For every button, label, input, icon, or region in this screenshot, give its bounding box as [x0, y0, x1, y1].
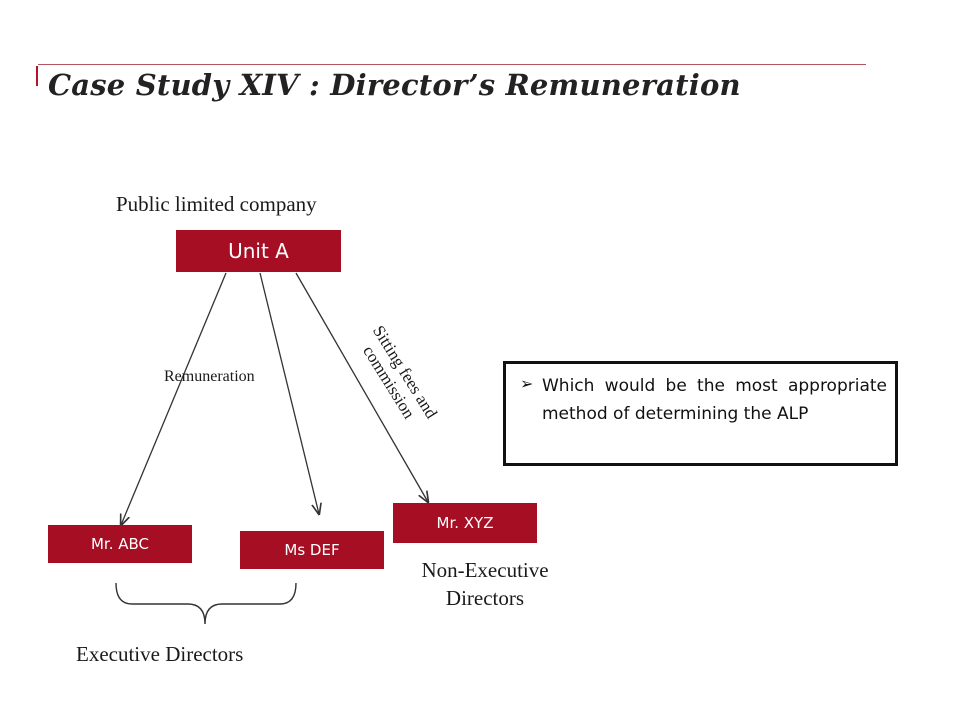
non-executive-line1: Non-Executive: [421, 558, 549, 582]
director-def-label: Ms DEF: [284, 541, 340, 559]
director-xyz-box: Mr. XYZ: [393, 503, 537, 543]
non-executive-label: Non-Executive Directors: [395, 556, 575, 612]
header-rule-accent: [38, 64, 866, 65]
question-box: ➢ Which would be the most appropriate me…: [503, 361, 898, 466]
unit-a-box: Unit A: [176, 230, 341, 272]
unit-a-label: Unit A: [228, 239, 289, 263]
edge-to-xyz: [295, 272, 428, 502]
question-text: Which would be the most appropriate meth…: [542, 376, 887, 424]
edge-to-abc: [121, 272, 227, 525]
executive-brace: [115, 582, 297, 625]
director-abc-label: Mr. ABC: [90, 535, 150, 553]
executive-label: Executive Directors: [76, 642, 244, 666]
slide-title: Case Study XIV : Director’s Remuneration: [48, 68, 741, 102]
director-def-box: Ms DEF: [240, 531, 384, 569]
arrow-bullet-icon: ➢: [520, 374, 534, 393]
director-xyz-label: Mr. XYZ: [436, 514, 494, 532]
edge-to-def: [259, 272, 319, 514]
header-tick: [36, 66, 38, 86]
non-executive-line2: Directors: [445, 586, 525, 610]
remuneration-label: Remuneration: [164, 368, 255, 385]
company-label: Public limited company: [116, 192, 317, 216]
director-abc-box: Mr. ABC: [48, 525, 192, 563]
